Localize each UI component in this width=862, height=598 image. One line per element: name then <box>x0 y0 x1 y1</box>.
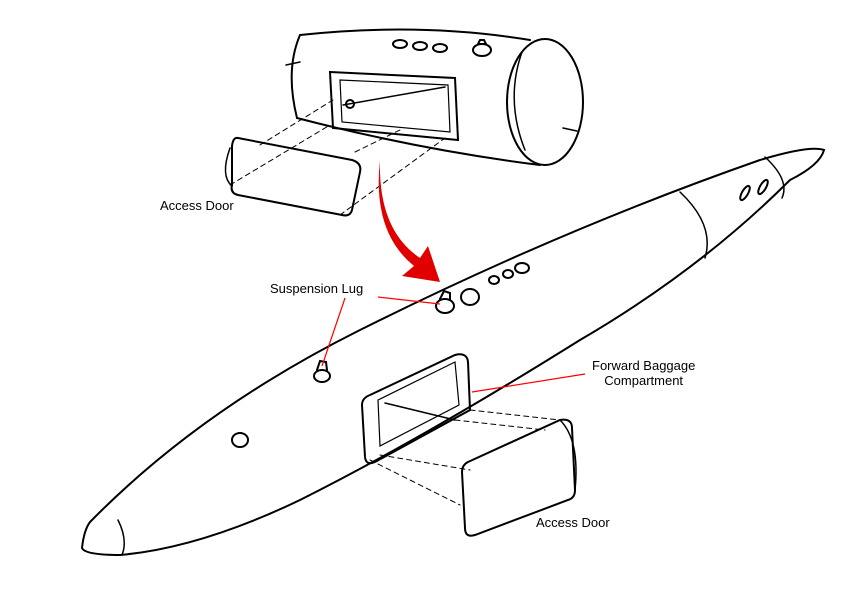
label-forward-baggage-line1: Forward Baggage <box>592 358 696 373</box>
access-door-top <box>224 136 362 217</box>
leader-lines <box>321 296 586 393</box>
label-access-door-bottom: Access Door <box>536 515 610 530</box>
label-forward-baggage: Forward Baggage Compartment <box>592 358 695 388</box>
suspension-lug-aft <box>435 289 455 314</box>
label-suspension-lug: Suspension Lug <box>270 281 364 296</box>
install-arrow <box>378 160 440 282</box>
label-access-door-top: Access Door <box>160 198 234 213</box>
access-door-bottom <box>460 418 577 537</box>
projection-lines-bottom <box>369 409 561 506</box>
baggage-compartment-tank <box>285 28 584 166</box>
label-forward-baggage-line2: Compartment <box>604 373 684 388</box>
